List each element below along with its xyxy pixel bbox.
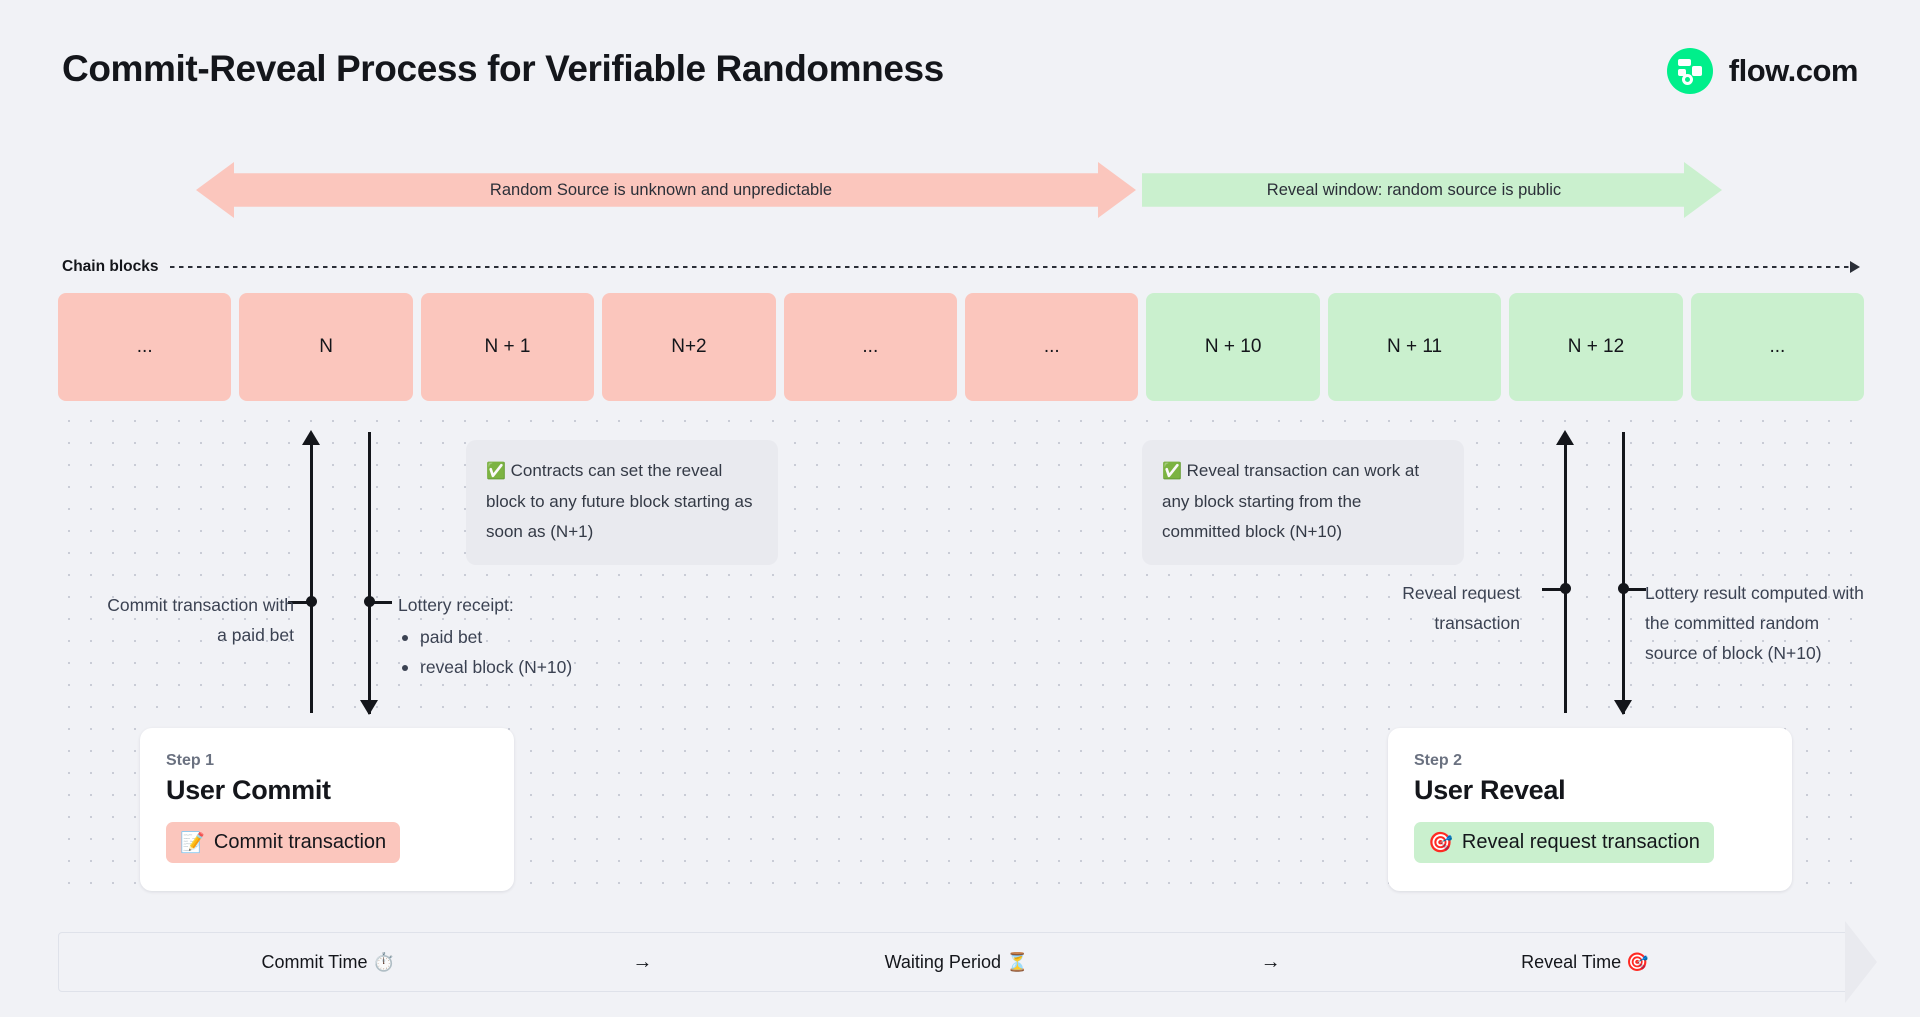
chain-axis: Chain blocks [62,258,1860,276]
flow-logo-icon [1666,48,1713,94]
receipt-connector-arrow-down-icon [360,700,378,715]
chain-block[interactable]: N + 1 [420,293,595,401]
receipt-connector-leader [370,601,392,604]
lottery-result-connector-leader [1624,588,1646,591]
annotation-commit-transaction: Commit transaction with a paid bet [107,595,294,645]
step-1-title: User Commit [166,775,331,805]
chain-blocks-row: ... N N + 1 N+2 ... ... N + 10 N + 11 N … [58,293,1865,401]
receipt-connector-line [368,432,371,714]
callout-contracts-text: Contracts can set the reveal block to an… [486,461,753,541]
lottery-result-connector-line [1622,432,1625,714]
timeline-commit-time: Commit Time ⏱️ [261,951,395,972]
reveal-request-connector-leader [1542,588,1564,591]
arrow-right-icon: → [632,950,653,973]
commit-connector-line [310,443,313,713]
commit-transaction-chip-label: Commit transaction [213,831,387,853]
reveal-request-arrow-up-icon [1556,430,1574,445]
bottom-timeline: Commit Time ⏱️ → Waiting Period ⏳ → Reve… [58,932,1855,992]
lottery-result-connector-dot [1618,583,1629,594]
annotation-lottery-result: Lottery result computed with the committ… [1645,583,1864,663]
chain-block[interactable]: N + 10 [1146,293,1320,401]
list-item: paid bet [398,622,658,652]
chain-axis-arrow-icon [1850,261,1860,273]
chain-block[interactable]: ... [783,293,958,401]
reveal-request-chip-label: Reveal request transaction [1461,831,1700,853]
callout-reveal-text: Reveal transaction can work at any block… [1162,461,1420,541]
commit-connector-dot [306,596,317,607]
annotation-lottery-receipt: Lottery receipt: paid bet reveal block (… [398,590,658,682]
banner-reveal-label: Reveal window: random source is public [1266,180,1562,199]
annotation-reveal-request: Reveal request transaction [1402,583,1520,633]
chain-block[interactable]: ... [1690,293,1865,401]
list-item: reveal block (N+10) [398,652,658,682]
reveal-request-connector-dot [1560,583,1571,594]
chain-block[interactable]: ... [965,293,1139,401]
reveal-request-chip[interactable]: 🎯 Reveal request transaction [1414,822,1714,863]
chain-block[interactable]: N + 12 [1509,293,1683,401]
chain-block[interactable]: N + 11 [1327,293,1502,401]
memo-icon: 📝 [180,832,205,854]
step-card-user-commit[interactable]: Step 1 User Commit 📝 Commit transaction [140,728,514,891]
bottom-timeline-arrow-icon [1845,921,1877,1003]
timeline-reveal-time: Reveal Time 🎯 [1521,951,1649,972]
timeline-waiting-period: Waiting Period ⏳ [884,951,1029,972]
commit-connector-arrow-up-icon [302,430,320,445]
receipt-connector-dot [364,596,375,607]
step-1-kicker: Step 1 [166,752,215,769]
banner-reveal-window: Reveal window: random source is public [1142,162,1722,218]
page-title: Commit-Reveal Process for Verifiable Ran… [62,48,944,89]
arrow-right-icon: → [1260,950,1281,973]
reveal-request-connector-line [1564,443,1567,713]
commit-transaction-chip[interactable]: 📝 Commit transaction [166,822,401,863]
chain-block[interactable]: ... [58,293,232,401]
step-card-user-reveal[interactable]: Step 2 User Reveal 🎯 Reveal request tran… [1388,728,1792,891]
target-icon: 🎯 [1428,832,1453,854]
lottery-receipt-title: Lottery receipt: [398,595,514,615]
step-2-title: User Reveal [1414,775,1566,805]
banner-random-unknown: Random Source is unknown and unpredictab… [196,162,1136,218]
lottery-receipt-list: paid bet reveal block (N+10) [398,622,658,682]
check-icon: ✅ [486,463,506,480]
banner-unknown-label: Random Source is unknown and unpredictab… [489,180,833,199]
chain-block[interactable]: N+2 [602,293,776,401]
brand-name: flow.com [1728,53,1859,88]
chain-axis-dotted-line [170,261,1860,273]
callout-contracts: ✅ Contracts can set the reveal block to … [466,440,778,565]
commit-connector-leader [288,601,310,604]
chain-block[interactable]: N [239,293,413,401]
callout-reveal: ✅ Reveal transaction can work at any blo… [1142,440,1464,565]
check-icon: ✅ [1162,463,1182,480]
step-2-kicker: Step 2 [1414,752,1463,769]
chain-axis-label: Chain blocks [62,258,159,275]
brand-logo: flow.com [1666,48,1859,94]
lottery-result-arrow-down-icon [1614,700,1632,715]
